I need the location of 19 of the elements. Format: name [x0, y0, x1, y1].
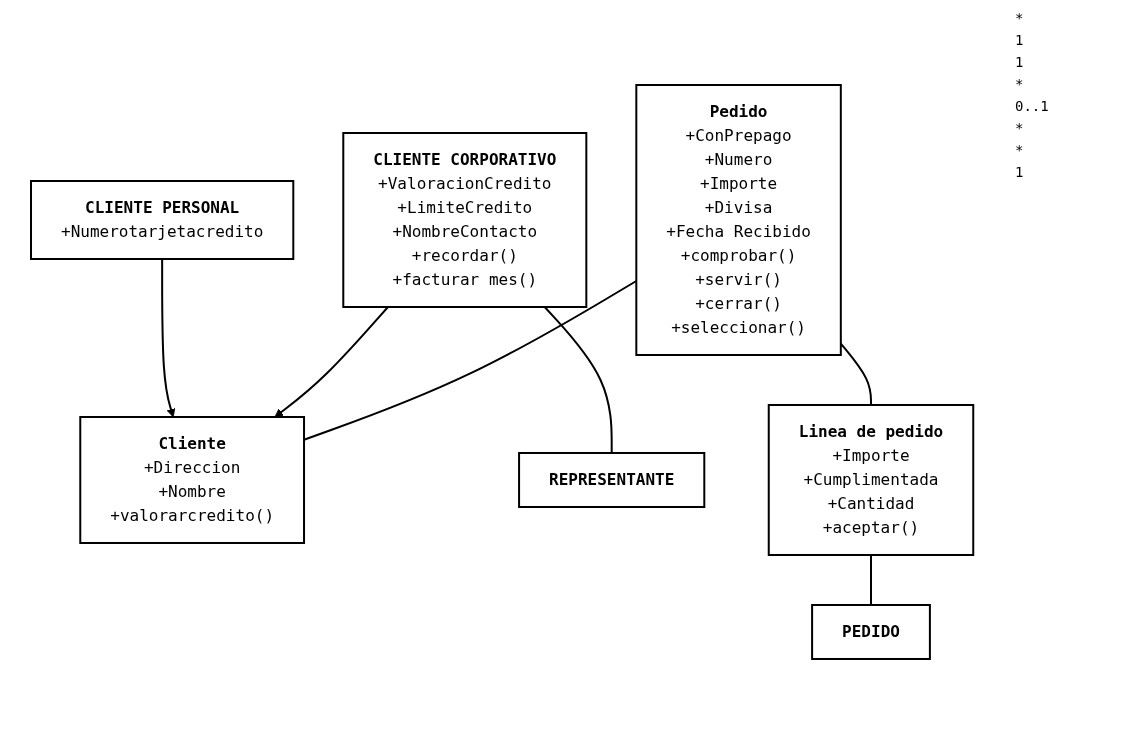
node-box: REPRESENTANTE	[518, 452, 706, 508]
node-box: Cliente +Direccion +Nombre +valorarcredito()	[79, 416, 306, 544]
multiplicity-label: *	[1015, 10, 1025, 26]
multiplicity-label: 1	[1015, 54, 1025, 70]
arrow	[161, 258, 176, 418]
arrow	[274, 306, 390, 418]
multiplicity-label: *	[1015, 76, 1025, 92]
node-box: Pedido +ConPrepago +Numero +Importe +Divisa +Fecha Recibido +comprobar() +servir() +cerrar() +seleccionar()	[635, 84, 843, 356]
node-box: CLIENTE PERSONAL +Numerotarjetacredito	[30, 180, 295, 260]
multiplicity-label: *	[1015, 142, 1025, 158]
node-box: CLIENTE CORPORATIVO +ValoracionCredito +LimiteCredito +NombreContacto +recordar() +facturar mes()	[342, 132, 588, 308]
multiplicity-label: 0..1	[1015, 98, 1050, 114]
connector	[870, 554, 873, 606]
node-box: PEDIDO	[811, 604, 932, 660]
multiplicity-label: *	[1015, 120, 1025, 136]
node-box: Linea de pedido +Importe +Cumplimentada +Cantidad +aceptar()	[768, 404, 975, 556]
connector	[544, 306, 614, 454]
multiplicity-label: 1	[1015, 32, 1025, 48]
multiplicity-label: 1	[1015, 164, 1025, 180]
